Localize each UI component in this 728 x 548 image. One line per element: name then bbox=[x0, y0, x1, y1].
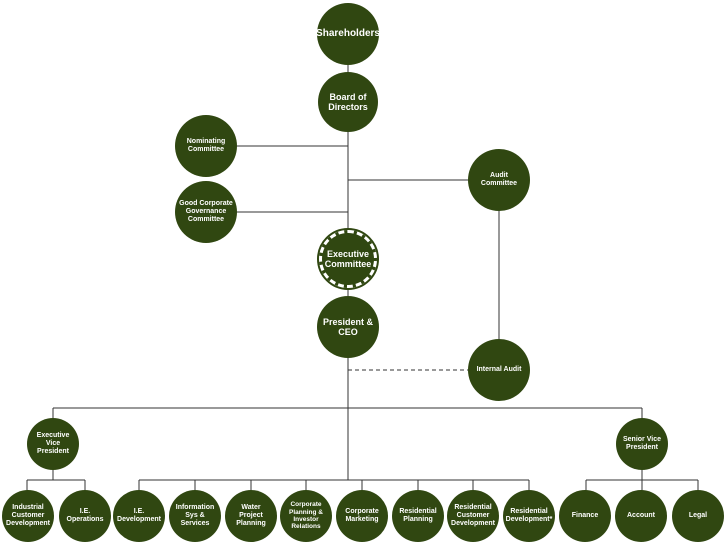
node-label: President & CEO bbox=[322, 316, 373, 337]
node-legal: Legal bbox=[672, 490, 724, 542]
node-industrial-customer-development: Industrial Customer Development bbox=[2, 490, 54, 542]
node-label: Senior Vice President bbox=[622, 436, 661, 451]
node-label: Executive Committee bbox=[324, 248, 372, 269]
node-residential-customer-development: Residential Customer Development bbox=[447, 490, 499, 542]
node-residential-planning: Residential Planning bbox=[392, 490, 444, 542]
node-information-sys-services: Information Sys & Services bbox=[169, 490, 221, 542]
node-finance: Finance bbox=[559, 490, 611, 542]
node-label: Residential Planning bbox=[399, 508, 437, 523]
node-label: Finance bbox=[571, 512, 599, 520]
node-label: Internal Audit bbox=[476, 366, 522, 374]
node-president-ceo: President & CEO bbox=[317, 296, 379, 358]
node-good-governance-committee: Good Corporate Governance Committee bbox=[175, 181, 237, 243]
node-corporate-planning-investor-relations: Corporate Planning & Investor Relations bbox=[280, 490, 332, 542]
node-corporate-marketing: Corporate Marketing bbox=[336, 490, 388, 542]
node-nominating-committee: Nominating Committee bbox=[175, 115, 237, 177]
node-label: Executive Vice President bbox=[36, 432, 70, 455]
node-ie-development: I.E. Development bbox=[113, 490, 165, 542]
node-water-project-planning: Water Project Planning bbox=[225, 490, 277, 542]
node-executive-vice-president: Executive Vice President bbox=[27, 418, 79, 470]
node-label: Shareholders bbox=[316, 28, 380, 40]
node-label: Residential Customer Development bbox=[451, 504, 495, 527]
node-ie-operations: I.E. Operations bbox=[59, 490, 111, 542]
node-label: Legal bbox=[688, 512, 708, 520]
node-label: Audit Committee bbox=[480, 172, 518, 187]
node-label: Account bbox=[627, 512, 655, 520]
node-audit-committee: Audit Committee bbox=[468, 149, 530, 211]
node-label: Water Project Planning bbox=[236, 504, 266, 527]
node-board-of-directors: Board of Directors bbox=[318, 72, 378, 132]
node-label: Information Sys & Services bbox=[175, 504, 215, 527]
node-shareholders: Shareholders bbox=[316, 3, 380, 65]
node-label: Nominating Committee bbox=[186, 138, 226, 153]
node-label: Corporate Marketing bbox=[345, 508, 379, 523]
node-label: Board of Directors bbox=[328, 91, 368, 112]
node-label: I.E. Development bbox=[117, 508, 161, 523]
node-label: I.E. Operations bbox=[66, 508, 104, 523]
node-account: Account bbox=[615, 490, 667, 542]
node-executive-committee: Executive Committee bbox=[317, 228, 379, 290]
node-label: Industrial Customer Development bbox=[6, 504, 50, 527]
node-senior-vice-president: Senior Vice President bbox=[616, 418, 668, 470]
node-residential-development: Residential Development* bbox=[503, 490, 555, 542]
node-internal-audit: Internal Audit bbox=[468, 339, 530, 401]
node-label: Corporate Planning & Investor Relations bbox=[289, 501, 323, 531]
node-label: Good Corporate Governance Committee bbox=[179, 200, 233, 223]
node-label: Residential Development* bbox=[505, 508, 553, 523]
